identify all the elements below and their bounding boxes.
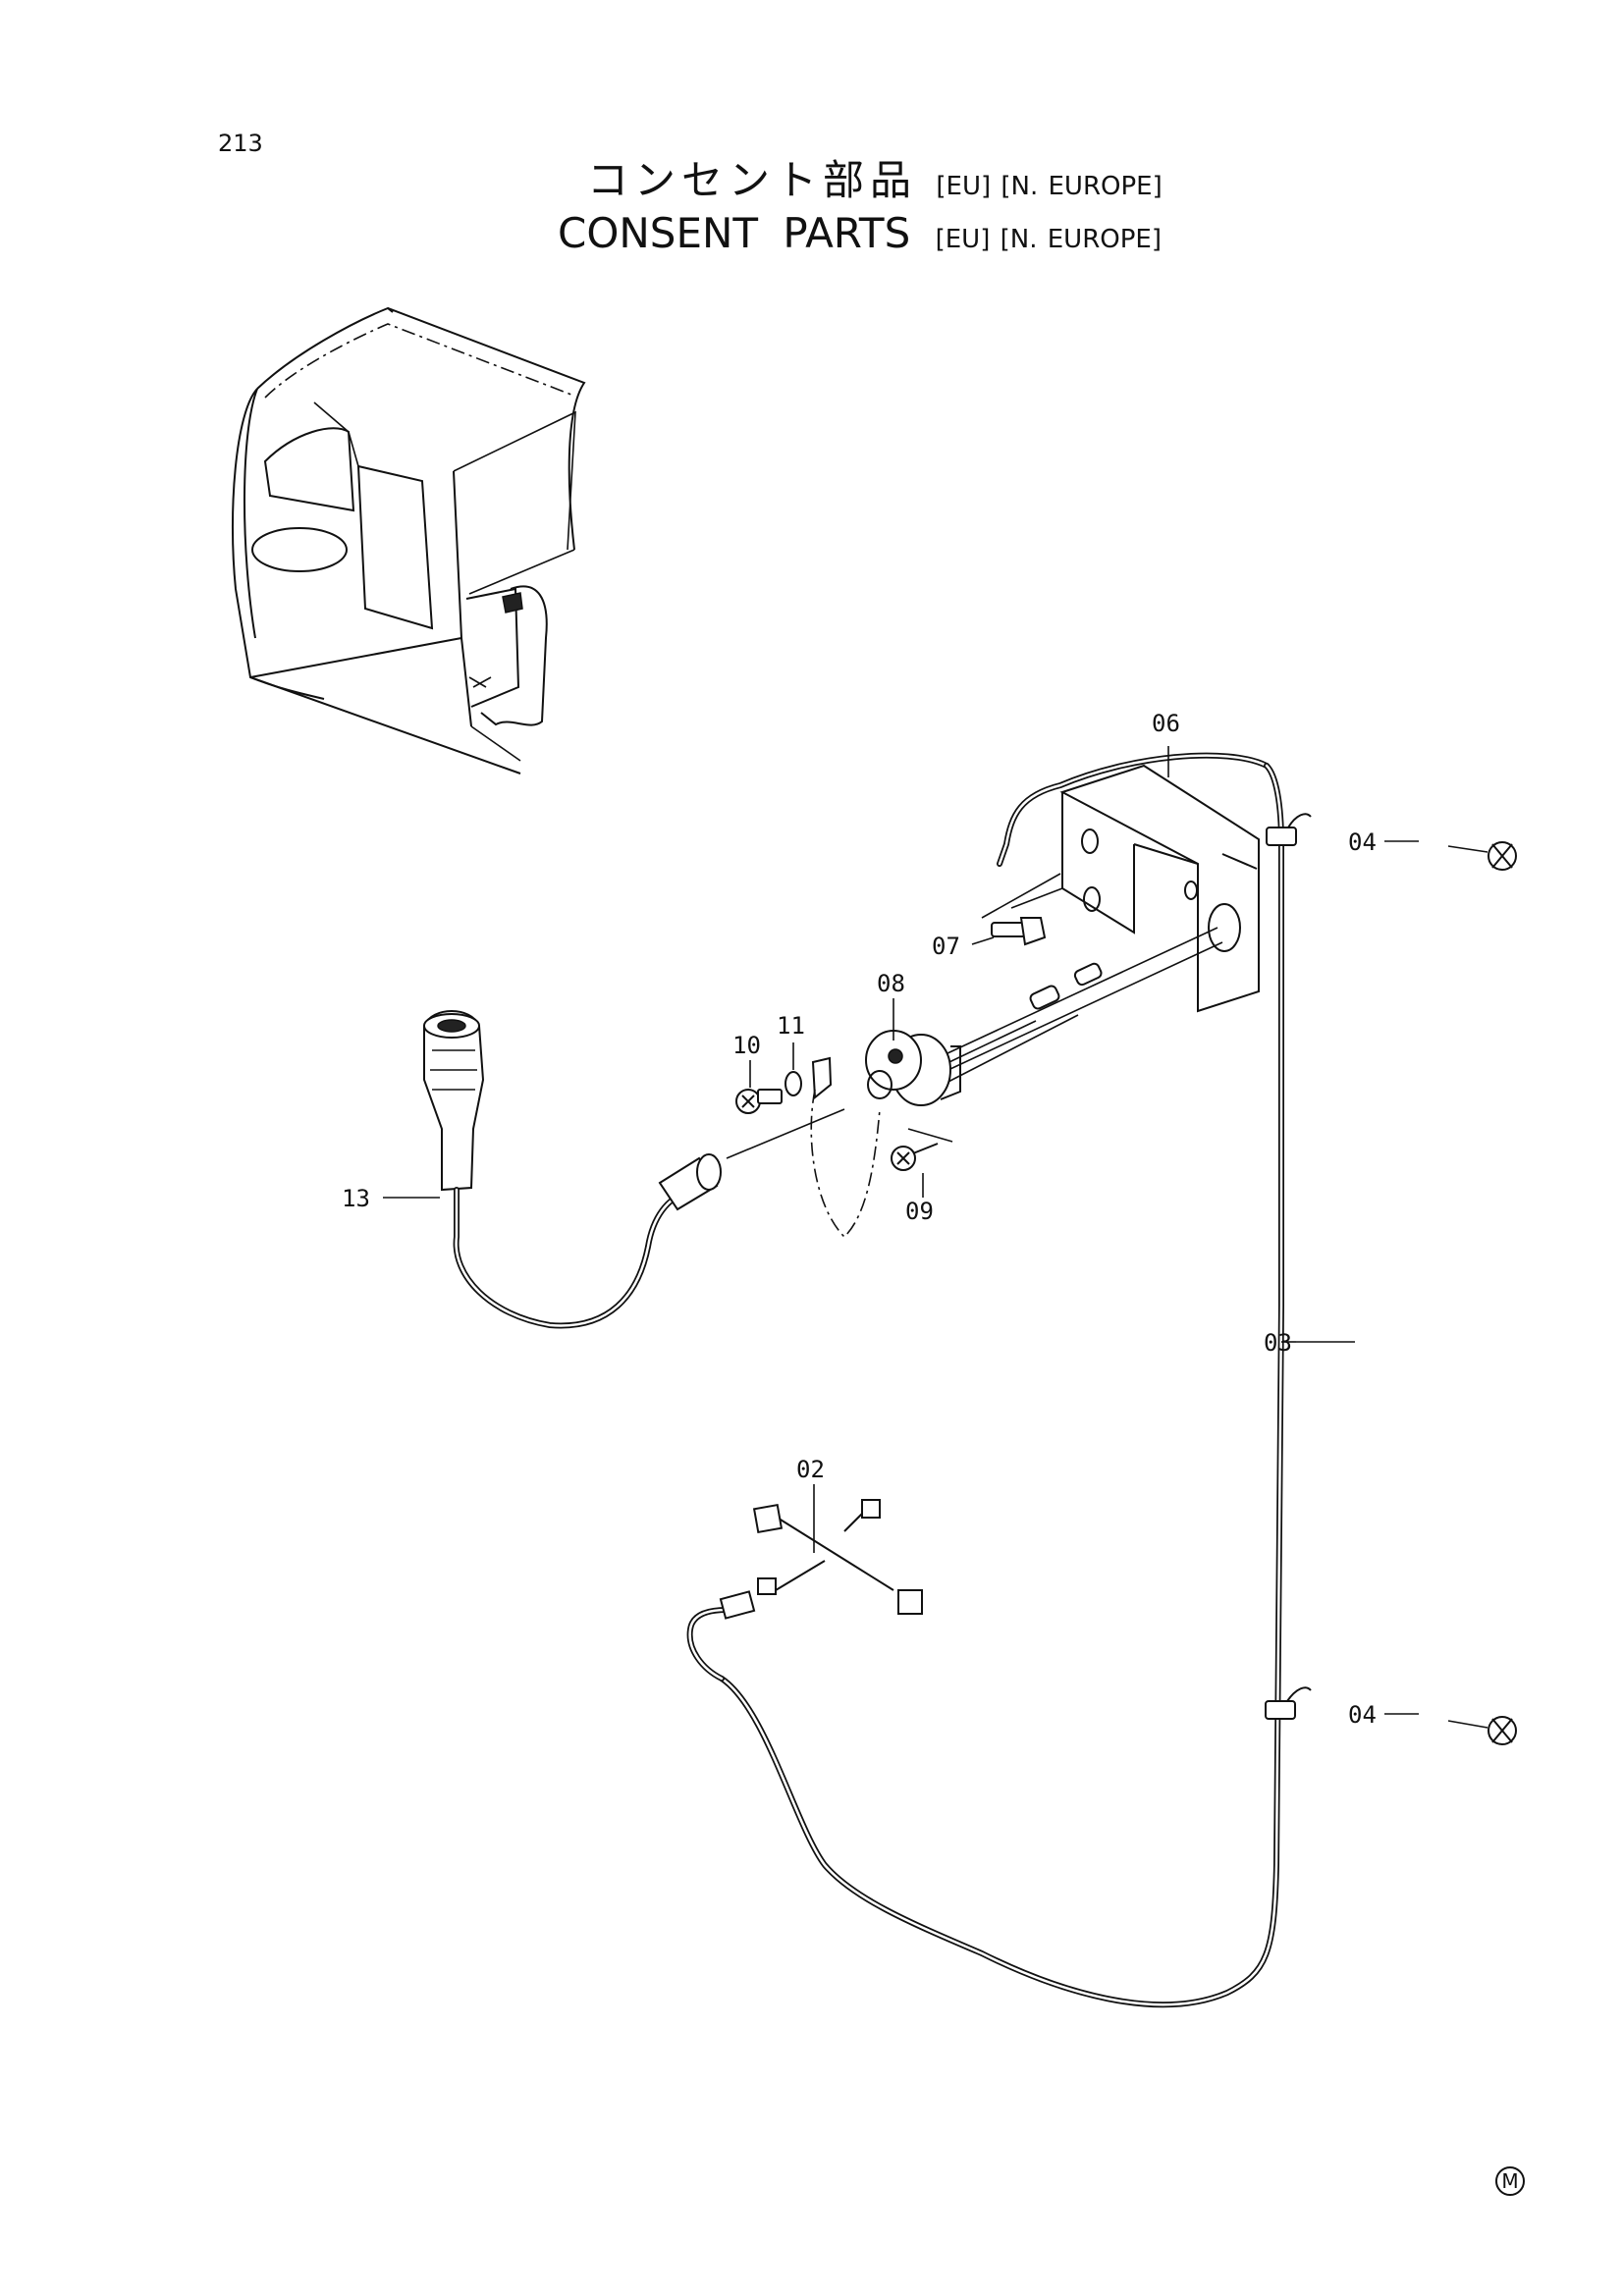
region-tag-jp: [EU] [N. EUROPE] [936, 172, 1163, 201]
sub-harness-02 [719, 1499, 923, 1620]
callout-08: 08 [877, 970, 905, 997]
callout-04-lower: 04 [1348, 1701, 1377, 1729]
cap-with-chain [810, 1056, 881, 1239]
extension-cord-13 [423, 1010, 845, 1329]
socket-08 [865, 927, 1223, 1106]
washer-11 [784, 1071, 802, 1096]
title-english: CONSENT PARTS [EU] [N. EUROPE] [558, 209, 1162, 257]
clamp-04-lower [1265, 1686, 1517, 1745]
title-japanese-text: コンセント部品 [587, 156, 918, 204]
screw-09 [891, 1128, 953, 1171]
callout-11: 11 [777, 1012, 805, 1040]
clamp-04-upper [1266, 813, 1517, 871]
bolt-07 [991, 917, 1047, 946]
region-tag-en: [EU] [N. EUROPE] [935, 225, 1162, 254]
title-japanese: コンセント部品 [EU] [N. EUROPE] [587, 147, 1163, 207]
callout-07: 07 [932, 933, 960, 960]
screw-10 [735, 1089, 783, 1114]
corner-mark: M [1495, 2166, 1525, 2196]
callout-02: 02 [796, 1456, 825, 1483]
callout-10: 10 [732, 1032, 761, 1059]
page-number: 213 [218, 130, 263, 157]
cab-illustration [231, 306, 586, 774]
callout-03: 03 [1264, 1329, 1292, 1357]
leader-lines [383, 746, 1419, 1715]
harness-03 [686, 752, 1284, 2008]
title-english-text: CONSENT PARTS [558, 209, 911, 257]
callout-04-upper: 04 [1348, 828, 1377, 856]
callout-13: 13 [342, 1185, 370, 1212]
callout-09: 09 [905, 1198, 934, 1225]
bracket-06 [981, 764, 1260, 1013]
callout-06: 06 [1152, 710, 1180, 737]
corner-mark-letter: M [1501, 2169, 1518, 2193]
